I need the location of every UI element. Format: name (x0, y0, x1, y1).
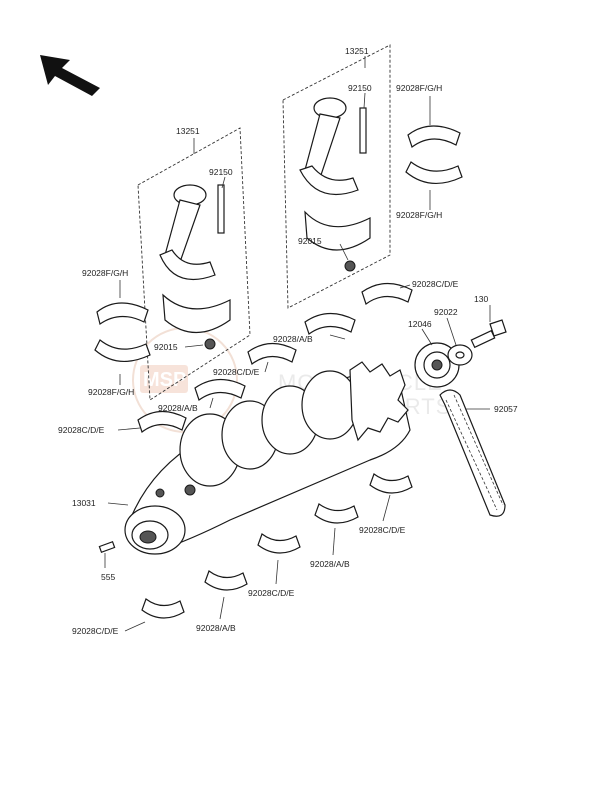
label-92028cde-top: 92028C/D/E (412, 279, 459, 289)
label-12046: 12046 (408, 319, 432, 329)
bearing-shell-cde-top (361, 282, 413, 305)
label-92028cde-left: 92028C/D/E (58, 425, 105, 435)
bearing-shell-ab-lower-2 (204, 570, 248, 591)
label-92022: 92022 (434, 307, 458, 317)
bearing-shell-fgh-lower-right (405, 161, 463, 184)
label-13031: 13031 (72, 498, 96, 508)
bearing-shell-cde-lower-1 (369, 473, 413, 494)
label-92028fgh-lower-left: 92028F/G/H (88, 387, 134, 397)
left-conrod-group-box (137, 127, 251, 401)
label-13251-left: 13251 (176, 126, 200, 136)
label-92150-right: 92150 (348, 83, 372, 93)
leader-lines (104, 56, 491, 632)
bearing-shell-fgh-lower-left (94, 339, 151, 362)
label-92015-right: 92015 (298, 236, 322, 246)
label-555: 555 (101, 572, 115, 582)
bearing-shell-ab-top (304, 312, 356, 335)
crankshaft (124, 361, 411, 555)
label-92150-left: 92150 (209, 167, 233, 177)
bearing-shell-ab-mid (194, 378, 246, 401)
direction-arrow-icon (40, 55, 100, 96)
label-92028fgh-upper-left: 92028F/G/H (82, 268, 128, 278)
label-92057: 92057 (494, 404, 518, 414)
bearing-shell-fgh-upper-left (96, 302, 149, 325)
label-13251-right: 13251 (345, 46, 369, 56)
label-92028fgh-upper-right: 92028F/G/H (396, 83, 442, 93)
bearing-shell-ab-lower-1 (314, 503, 359, 524)
label-130: 130 (474, 294, 488, 304)
bearing-shell-cde-left (137, 410, 187, 433)
cam-chain (439, 389, 506, 517)
dowel-pin (98, 541, 116, 553)
bearing-shell-fgh-upper-right (407, 125, 461, 148)
label-92028cde-lower-2: 92028C/D/E (248, 588, 295, 598)
label-92028ab-lower-1: 92028/A/B (310, 559, 350, 569)
bearing-shell-cde-mid (247, 342, 297, 365)
left-connecting-rod (159, 184, 231, 350)
label-92028cde-lower-3: 92028C/D/E (72, 626, 119, 636)
label-92028cde-lower-1: 92028C/D/E (359, 525, 406, 535)
bolt (470, 319, 507, 349)
bearing-shell-cde-lower-3 (141, 598, 185, 619)
bearing-shell-cde-lower-2 (257, 533, 301, 554)
label-92028ab-lower-2: 92028/A/B (196, 623, 236, 633)
label-92028ab-mid: 92028/A/B (158, 403, 198, 413)
right-connecting-rod (299, 97, 371, 272)
label-92015-left: 92015 (154, 342, 178, 352)
label-92028ab-top: 92028/A/B (273, 334, 313, 344)
right-conrod-group-box (282, 44, 391, 309)
watermark-logo-text: MSP (143, 369, 186, 391)
washer (447, 344, 473, 366)
label-92028fgh-lower-right: 92028F/G/H (396, 210, 442, 220)
label-92028cde-mid: 92028C/D/E (213, 367, 260, 377)
